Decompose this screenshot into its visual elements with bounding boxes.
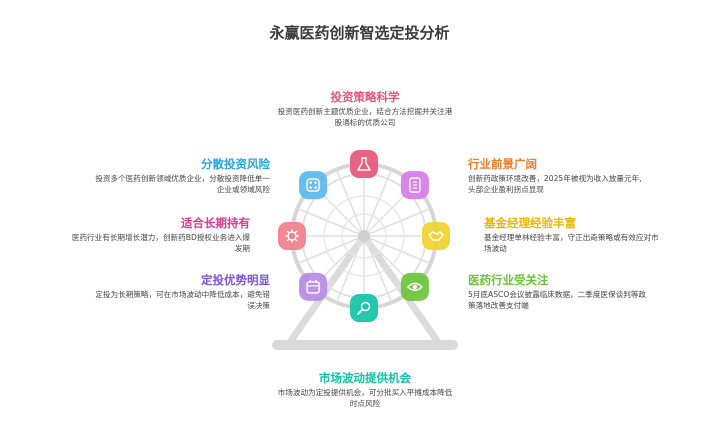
point-bottom-title: 市场波动提供机会 xyxy=(319,371,411,385)
wheel-spoke xyxy=(335,169,365,237)
point-top: 投资策略科学 投资医药创新主题优质企业，结合方法挖掘并关注港 股通标的优质公司 xyxy=(230,90,500,128)
wheel-lattice xyxy=(323,195,405,277)
cabin-right2-body xyxy=(422,222,450,250)
search-icon xyxy=(357,301,371,315)
point-right2: 基金经理经验丰富 基金经理单林经验丰富，守正出奇策略或有效应对市 场波动 xyxy=(484,216,709,254)
wheel-lattice-ring xyxy=(323,195,405,277)
point-left1-desc-line2: 企业或领域风险 xyxy=(216,184,270,194)
point-right3-title: 医药行业受关注 xyxy=(468,273,549,287)
point-left1-desc-line1: 投资多个医药创新领域优质企业，分散投资降低单一 xyxy=(95,174,270,183)
point-bottom: 市场波动提供机会 市场波动为定投提供机会，可分批买入平摊成本降低 时点风险 xyxy=(240,371,490,409)
point-right1: 行业前景广阔 创新药政策环境改善，2025年被视为收入放量元年, 头部企业盈利拐… xyxy=(468,157,703,195)
cabin-left3-body xyxy=(299,272,328,301)
calendar-icon xyxy=(306,279,320,294)
point-bottom-desc-line1: 市场波动为定投提供机会，可分批买入平摊成本降低 xyxy=(277,388,453,397)
virus-icon xyxy=(285,229,299,243)
wheel-lattice-ring xyxy=(341,213,387,259)
point-left2-title: 适合长期持有 xyxy=(181,216,250,230)
point-top-desc-line1: 投资医药创新主题优质企业，结合方法挖掘并关注港 xyxy=(277,107,453,116)
wheel-spoke xyxy=(335,235,365,303)
handshake-icon xyxy=(428,231,444,241)
point-left3-desc-line2: 误决策 xyxy=(247,300,270,310)
pills-icon xyxy=(306,178,320,192)
point-right1-desc-line2: 头部企业盈利拐点显现 xyxy=(468,184,544,194)
wheel-spoke xyxy=(363,169,393,237)
cabin-bottom-body xyxy=(350,294,378,322)
point-left2-desc-line1: 医药行业有长期增长潜力，创新药BD授权业务进入爆 xyxy=(71,233,250,242)
point-right1-desc-line1: 创新药政策环境改善，2025年被视为收入放量元年, xyxy=(468,174,642,183)
cabin-top-body xyxy=(350,150,378,178)
point-left3-desc-line1: 定投为长期策略，可在市场波动中降低成本，避免错 xyxy=(95,290,270,299)
point-right2-desc-line1: 基金经理单林经验丰富，守正出奇策略或有效应对市 xyxy=(484,233,659,242)
wheel-spoke xyxy=(297,207,365,237)
point-left3-title: 定投优势明显 xyxy=(201,273,270,287)
cabin-left2-body xyxy=(278,222,306,250)
wheel-hub xyxy=(358,230,370,242)
cabin-left3 xyxy=(299,272,328,301)
tablet-icon xyxy=(409,177,421,193)
point-right3-desc-line2: 策落地改善支付端 xyxy=(468,300,529,310)
point-left1-title: 分散投资风险 xyxy=(201,157,270,171)
eye-icon xyxy=(406,282,423,292)
point-left3: 定投优势明显 定投为长期策略，可在市场波动中降低成本，避免错 误决策 xyxy=(30,273,270,311)
point-left1: 分散投资风险 投资多个医药创新领域优质企业，分散投资降低单一 企业或领域风险 xyxy=(30,157,270,195)
cabin-left1-body xyxy=(299,171,328,200)
point-top-desc-line2: 股通标的优质公司 xyxy=(334,117,396,127)
cabin-right3 xyxy=(400,272,429,301)
cabin-right2 xyxy=(422,222,450,250)
point-right2-desc-line2: 场波动 xyxy=(484,243,507,253)
wheel-spoke xyxy=(363,235,431,265)
point-bottom-desc-line2: 时点风险 xyxy=(349,398,381,408)
wheel-spoke xyxy=(297,235,365,265)
wheel-spoke xyxy=(363,207,431,237)
point-right1-title: 行业前景广阔 xyxy=(468,157,537,171)
cabin-right1 xyxy=(400,171,429,200)
cabin-bottom xyxy=(350,294,378,322)
cabin-left2 xyxy=(278,222,306,250)
point-right3-desc-line1: 5月底ASCO会议披露临床数据，二季度医保谈判等政 xyxy=(468,290,646,299)
point-left2: 适合长期持有 医药行业有长期增长潜力，创新药BD授权业务进入爆 发期 xyxy=(20,216,250,254)
page-title: 永赢医药创新智选定投分析 xyxy=(269,24,450,42)
wheel-spoke xyxy=(363,235,393,303)
point-right3: 医药行业受关注 5月底ASCO会议披露临床数据，二季度医保谈判等政 策落地改善支… xyxy=(468,273,703,311)
point-top-title: 投资策略科学 xyxy=(330,90,400,104)
point-left2-desc-line2: 发期 xyxy=(234,243,250,253)
wheel-cabins xyxy=(278,150,450,322)
wheel-base xyxy=(272,340,458,350)
flask-icon xyxy=(357,157,371,171)
point-right2-title: 基金经理经验丰富 xyxy=(484,216,576,230)
cabin-top xyxy=(350,150,378,178)
cabin-left1 xyxy=(299,171,328,200)
